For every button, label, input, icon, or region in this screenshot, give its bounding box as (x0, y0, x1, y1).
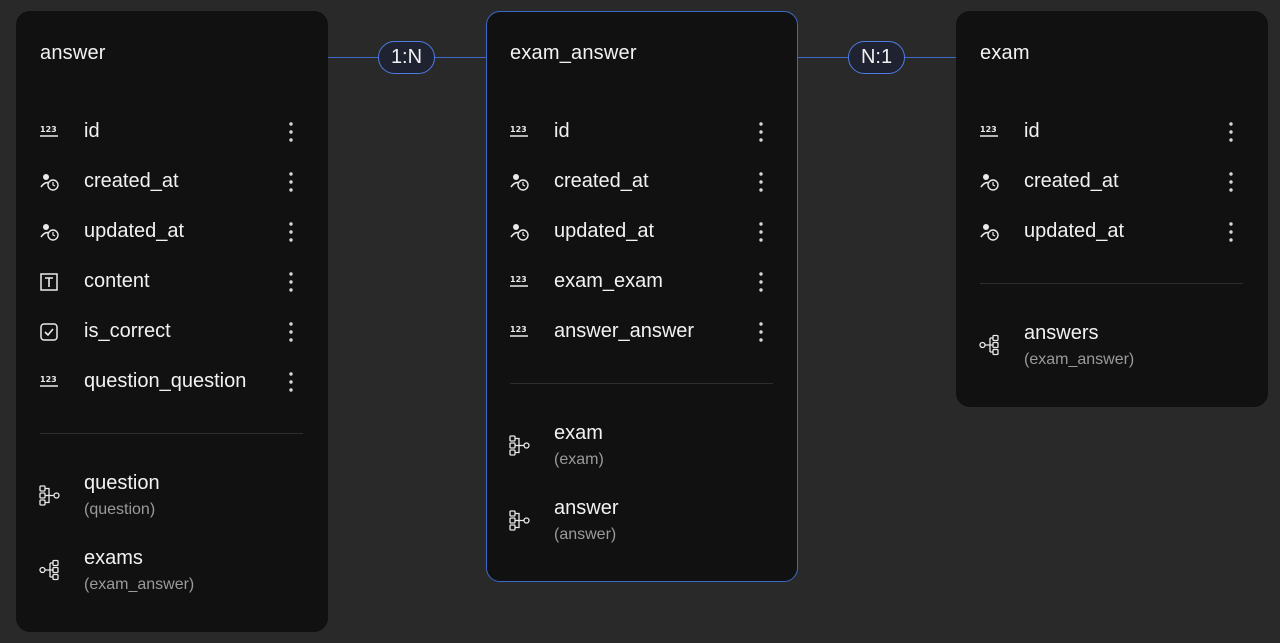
field-row[interactable]: is_correct (17, 312, 327, 352)
relation-name: answers (1024, 322, 1099, 344)
relation-name: answer (554, 497, 619, 519)
relation-target: (exam_answer) (84, 576, 195, 593)
field-name: content (84, 270, 150, 292)
more-vertical-icon[interactable] (751, 270, 771, 294)
relation-target: (question) (84, 501, 156, 518)
field-row[interactable]: created_at (17, 162, 327, 202)
relation-many-to-one-icon (509, 434, 531, 456)
more-vertical-icon[interactable] (751, 220, 771, 244)
field-row[interactable]: content (17, 262, 327, 302)
more-vertical-icon[interactable] (1221, 170, 1241, 194)
relation-target: (exam) (554, 451, 604, 468)
field-row[interactable]: updated_at (957, 212, 1267, 252)
field-name: id (84, 120, 100, 142)
field-row[interactable]: 123 exam_exam (487, 262, 797, 302)
relation-name: exam (554, 422, 603, 444)
field-name: updated_at (1024, 220, 1125, 242)
more-vertical-icon[interactable] (1221, 220, 1241, 244)
more-vertical-icon[interactable] (751, 120, 771, 144)
cardinality-badge-1-n[interactable]: 1:N (378, 41, 435, 74)
number-icon: 123 (509, 271, 531, 293)
section-divider (980, 283, 1243, 284)
timestamp-icon (39, 221, 61, 243)
relation-target: (answer) (554, 526, 617, 543)
table-card-exam[interactable]: exam 123 id created_at updated_at answer… (956, 11, 1268, 407)
field-row[interactable]: 123 id (17, 112, 327, 152)
checkbox-icon (39, 321, 61, 343)
table-title: exam (980, 42, 1030, 64)
relation-target: (exam_answer) (1024, 351, 1135, 368)
relation-one-to-many-icon (979, 334, 1001, 356)
field-row[interactable]: updated_at (17, 212, 327, 252)
text-icon (39, 271, 61, 293)
field-name: is_correct (84, 320, 171, 342)
field-row[interactable]: 123 question_question (17, 362, 327, 402)
relation-many-to-one-icon (509, 509, 531, 531)
field-name: id (1024, 120, 1040, 142)
table-card-exam-answer[interactable]: exam_answer 123 id created_at updated_at… (486, 11, 798, 582)
field-row[interactable]: 123 answer_answer (487, 312, 797, 352)
field-row[interactable]: created_at (487, 162, 797, 202)
field-name: updated_at (554, 220, 655, 242)
section-divider (40, 433, 303, 434)
number-icon: 123 (509, 121, 531, 143)
field-row[interactable]: updated_at (487, 212, 797, 252)
more-vertical-icon[interactable] (281, 120, 301, 144)
relation-many-to-one-icon (39, 484, 61, 506)
timestamp-icon (979, 221, 1001, 243)
field-name: created_at (84, 170, 179, 192)
relation-row[interactable]: exam (exam) (487, 422, 797, 482)
relation-name: question (84, 472, 160, 494)
field-name: exam_exam (554, 270, 663, 292)
svg-text:123: 123 (980, 125, 997, 134)
svg-text:123: 123 (40, 125, 57, 134)
field-row[interactable]: 123 id (957, 112, 1267, 152)
more-vertical-icon[interactable] (751, 320, 771, 344)
timestamp-icon (509, 221, 531, 243)
timestamp-icon (979, 171, 1001, 193)
relation-name: exams (84, 547, 143, 569)
number-icon: 123 (39, 121, 61, 143)
table-card-answer[interactable]: answer 123 id created_at updated_at cont… (16, 11, 328, 632)
relation-row[interactable]: question (question) (17, 472, 327, 532)
more-vertical-icon[interactable] (281, 270, 301, 294)
field-name: created_at (554, 170, 649, 192)
cardinality-badge-n-1[interactable]: N:1 (848, 41, 905, 74)
more-vertical-icon[interactable] (1221, 120, 1241, 144)
number-icon: 123 (509, 321, 531, 343)
field-name: id (554, 120, 570, 142)
relation-row[interactable]: exams (exam_answer) (17, 547, 327, 607)
field-name: created_at (1024, 170, 1119, 192)
svg-text:123: 123 (510, 325, 527, 334)
svg-text:123: 123 (510, 275, 527, 284)
more-vertical-icon[interactable] (751, 170, 771, 194)
field-name: question_question (84, 370, 247, 392)
field-name: updated_at (84, 220, 185, 242)
relation-one-to-many-icon (39, 559, 61, 581)
more-vertical-icon[interactable] (281, 320, 301, 344)
number-icon: 123 (39, 371, 61, 393)
relation-row[interactable]: answers (exam_answer) (957, 322, 1267, 382)
number-icon: 123 (979, 121, 1001, 143)
timestamp-icon (39, 171, 61, 193)
timestamp-icon (509, 171, 531, 193)
svg-text:123: 123 (40, 375, 57, 384)
field-name: answer_answer (554, 320, 695, 342)
more-vertical-icon[interactable] (281, 370, 301, 394)
table-title: answer (40, 42, 106, 64)
relation-row[interactable]: answer (answer) (487, 497, 797, 557)
more-vertical-icon[interactable] (281, 170, 301, 194)
table-title: exam_answer (510, 42, 637, 64)
field-row[interactable]: created_at (957, 162, 1267, 202)
section-divider (510, 383, 773, 384)
field-row[interactable]: 123 id (487, 112, 797, 152)
svg-text:123: 123 (510, 125, 527, 134)
more-vertical-icon[interactable] (281, 220, 301, 244)
